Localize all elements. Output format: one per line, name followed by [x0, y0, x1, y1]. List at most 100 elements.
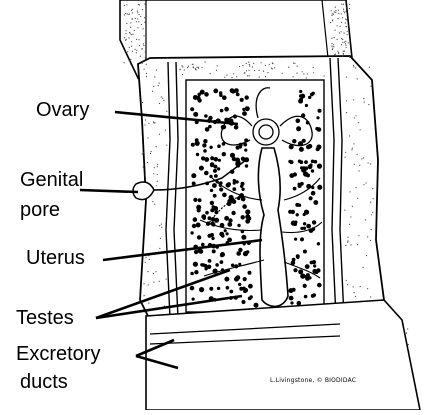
testis-follicle: [191, 297, 195, 301]
testis-follicle: [299, 94, 303, 98]
stipple-dot: [126, 13, 128, 15]
stipple-dot: [187, 65, 190, 67]
stipple-dot: [274, 67, 276, 69]
stipple-dot: [158, 102, 161, 105]
stipple-dot: [158, 133, 161, 135]
stipple-dot: [359, 285, 361, 288]
stipple-dot: [258, 76, 260, 78]
stipple-dot: [347, 241, 349, 243]
testis-follicle: [292, 139, 297, 144]
stipple-dot: [347, 25, 350, 27]
stipple-dot: [333, 36, 335, 39]
testis-follicle: [233, 125, 239, 130]
testis-follicle: [297, 203, 302, 207]
stipple-dot: [144, 119, 147, 121]
testis-follicle: [224, 117, 229, 123]
testis-follicle: [303, 209, 310, 215]
testis-follicle: [219, 253, 224, 258]
stipple-dot: [345, 46, 347, 48]
stipple-dot: [345, 7, 348, 9]
testis-follicle: [203, 139, 208, 144]
stipple-dot: [352, 64, 354, 66]
stipple-dot: [341, 21, 343, 23]
stipple-dot: [143, 283, 145, 285]
testis-follicle: [201, 214, 207, 220]
testis-follicle: [197, 198, 202, 203]
stipple-dot: [342, 53, 345, 55]
stipple-dot: [137, 3, 139, 6]
testis-follicle: [224, 106, 229, 112]
stipple-dot: [140, 23, 143, 26]
stipple-dot: [340, 44, 343, 46]
leader-lines: [79, 110, 263, 370]
stipple-dot: [347, 240, 349, 242]
stipple-dot: [145, 10, 147, 12]
testis-follicle: [221, 142, 226, 146]
testis-follicle: [302, 249, 307, 254]
testis-follicle: [247, 270, 252, 275]
stipple-dot: [147, 161, 149, 163]
testis-follicle: [316, 242, 321, 246]
testis-follicle: [196, 204, 202, 210]
stipple-dot: [242, 65, 244, 67]
testis-follicle: [189, 285, 195, 291]
stipple-dot: [372, 211, 374, 213]
testis-follicle: [302, 283, 307, 288]
stipple-dot: [331, 49, 333, 51]
testis-follicle: [227, 237, 233, 243]
testis-follicle: [238, 282, 242, 287]
stipple-dot: [323, 75, 325, 77]
stipple-dot: [332, 47, 334, 49]
stipple-dot: [144, 3, 146, 5]
testis-follicle: [307, 164, 313, 170]
uterus-leader: [102, 238, 263, 262]
stipple-dot: [253, 62, 255, 65]
stipple-dot: [134, 48, 136, 51]
stipple-dot: [148, 302, 150, 304]
stipple-dot: [351, 205, 353, 207]
stipple-dot: [142, 28, 144, 30]
stipple-dot: [268, 63, 270, 65]
stipple-dot: [141, 153, 143, 155]
testis-follicle: [193, 197, 198, 202]
stipple-dot: [157, 163, 159, 165]
testis-follicle: [204, 127, 210, 132]
ovary-label: Ovary: [36, 99, 90, 121]
testis-follicle: [311, 91, 315, 96]
stipple-dot: [136, 10, 138, 12]
stipple-dot: [288, 66, 290, 68]
stipple-dot: [352, 286, 354, 288]
testis-follicle: [209, 286, 214, 291]
testis-follicle: [213, 168, 217, 173]
testis-follicle: [300, 273, 306, 279]
testis-follicle: [199, 89, 205, 95]
testes-leader-b: [95, 294, 243, 320]
testis-follicle: [292, 186, 297, 191]
stipple-dot: [271, 62, 273, 64]
stipple-dot: [245, 70, 248, 72]
stipple-dot: [303, 73, 305, 75]
stipple-dot: [161, 226, 163, 228]
stipple-dot: [344, 156, 346, 158]
stipple-dot: [342, 55, 344, 57]
testis-follicle: [316, 116, 320, 120]
stipple-dot: [313, 72, 315, 74]
stipple-dot: [337, 50, 339, 52]
testis-follicle: [306, 223, 311, 229]
testis-follicle: [300, 181, 304, 186]
testis-follicle: [244, 138, 249, 143]
testis-follicle: [238, 144, 243, 149]
stipple-dot: [331, 14, 333, 17]
stipple-dot: [344, 22, 346, 24]
stipple-dot: [342, 3, 344, 5]
stipple-dot: [152, 201, 154, 203]
testis-follicle: [310, 159, 315, 164]
stipple-dot: [296, 72, 298, 74]
stipple-dot: [363, 101, 365, 103]
testis-follicle: [191, 181, 196, 186]
testis-follicle: [232, 181, 236, 185]
stipple-dot: [312, 66, 314, 69]
upper-segment-inner-line-right: [321, 0, 329, 59]
stipple-dot: [349, 3, 351, 5]
